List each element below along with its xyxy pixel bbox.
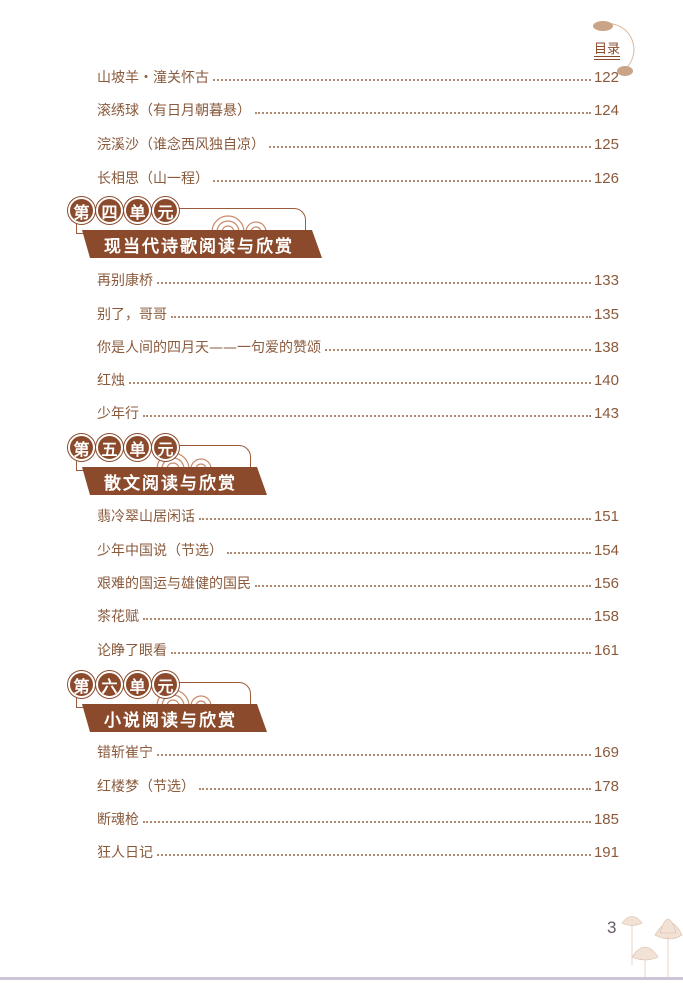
entry-title: 茶花赋	[97, 609, 139, 625]
dot-leader	[129, 382, 591, 384]
dot-leader	[255, 585, 591, 587]
bottom-rule	[0, 977, 683, 980]
unit-char: 元	[152, 671, 179, 698]
toc-entry[interactable]: 少年行 143	[97, 402, 619, 424]
unit-char: 四	[96, 197, 123, 224]
underline-decoration	[594, 56, 620, 60]
entry-page: 126	[593, 169, 619, 187]
entry-page: 143	[593, 404, 619, 422]
dot-leader	[171, 652, 591, 654]
unit-char: 第	[68, 434, 95, 461]
unit-char: 元	[152, 197, 179, 224]
dot-leader	[157, 854, 591, 856]
dot-leader	[199, 518, 591, 520]
entry-title: 少年行	[97, 406, 139, 422]
cloud-arc-icon	[593, 21, 635, 76]
dot-leader	[143, 821, 591, 823]
dot-leader	[143, 618, 591, 620]
toc-entry[interactable]: 艰难的国运与雄健的国民 156	[97, 572, 619, 594]
unit-char: 元	[152, 434, 179, 461]
entry-title: 长相思（山一程）	[97, 171, 209, 187]
dot-leader	[143, 415, 591, 417]
toc-entry[interactable]: 狂人日记 191	[97, 841, 619, 863]
unit-char: 单	[124, 197, 151, 224]
page-number: 3	[607, 918, 617, 937]
entry-page: 133	[593, 271, 619, 289]
entry-title: 少年中国说（节选）	[97, 543, 223, 559]
unit-char: 第	[68, 197, 95, 224]
unit-char: 第	[68, 671, 95, 698]
entry-title: 翡冷翠山居闲话	[97, 509, 195, 525]
toc-entry[interactable]: 错斩崔宁 169	[97, 741, 619, 763]
dot-leader	[213, 79, 591, 81]
entry-title: 你是人间的四月天——一句爱的赞颂	[97, 340, 321, 356]
dot-leader	[157, 754, 591, 756]
toc-entry[interactable]: 山坡羊・潼关怀古 122	[97, 66, 619, 88]
entry-title: 浣溪沙（谁念西风独自凉）	[97, 137, 265, 153]
dot-leader	[325, 349, 591, 351]
entry-title: 艰难的国运与雄健的国民	[97, 576, 251, 592]
toc-entry[interactable]: 再别康桥 133	[97, 269, 619, 291]
entry-title: 断魂枪	[97, 812, 139, 828]
unit-char: 单	[124, 671, 151, 698]
entry-page: 154	[593, 541, 619, 559]
dot-leader	[199, 788, 591, 790]
entry-page: 124	[593, 101, 619, 119]
entry-page: 138	[593, 338, 619, 356]
unit-title: 小说阅读与欣赏	[82, 704, 267, 732]
toc-header-emblem: 目录	[583, 18, 638, 78]
toc-entry[interactable]: 论睁了眼看 161	[97, 639, 619, 661]
entry-page: 135	[593, 305, 619, 323]
entry-title: 红楼梦（节选）	[97, 779, 195, 795]
toc-entry[interactable]: 翡冷翠山居闲话 151	[97, 505, 619, 527]
dot-leader	[171, 316, 591, 318]
entry-title: 狂人日记	[97, 845, 153, 861]
dot-leader	[255, 112, 591, 114]
toc-entry[interactable]: 红烛 140	[97, 369, 619, 391]
dot-leader	[213, 180, 591, 182]
arc-pattern-icon	[211, 215, 267, 232]
dot-leader	[227, 552, 591, 554]
entry-page: 151	[593, 507, 619, 525]
toc-entry[interactable]: 别了，哥哥 135	[97, 303, 619, 325]
unit-char: 六	[96, 671, 123, 698]
toc-entry[interactable]: 茶花赋 158	[97, 605, 619, 627]
entry-title: 红烛	[97, 373, 125, 389]
entry-page: 169	[593, 743, 619, 761]
dot-leader	[157, 282, 591, 284]
entry-page: 156	[593, 574, 619, 592]
toc-entry[interactable]: 浣溪沙（谁念西风独自凉） 125	[97, 133, 619, 155]
toc-entry[interactable]: 断魂枪 185	[97, 808, 619, 830]
entry-title: 滚绣球（有日月朝暮悬）	[97, 103, 251, 119]
entry-title: 山坡羊・潼关怀古	[97, 70, 209, 86]
entry-page: 140	[593, 371, 619, 389]
unit-title: 散文阅读与欣赏	[82, 467, 267, 495]
unit-char: 单	[124, 434, 151, 461]
toc-entry[interactable]: 长相思（山一程） 126	[97, 167, 619, 189]
toc-entry[interactable]: 滚绣球（有日月朝暮悬） 124	[97, 99, 619, 121]
entry-page: 185	[593, 810, 619, 828]
dot-leader	[269, 146, 591, 148]
unit-title: 现当代诗歌阅读与欣赏	[82, 230, 322, 258]
entry-page: 178	[593, 777, 619, 795]
entry-page: 125	[593, 135, 619, 153]
entry-title: 再别康桥	[97, 273, 153, 289]
lotus-decoration-icon	[620, 905, 683, 984]
entry-title: 论睁了眼看	[97, 643, 167, 659]
toc-entry[interactable]: 少年中国说（节选） 154	[97, 539, 619, 561]
unit-char: 五	[96, 434, 123, 461]
entry-page: 161	[593, 641, 619, 659]
toc-entry[interactable]: 你是人间的四月天——一句爱的赞颂 138	[97, 336, 619, 358]
entry-page: 158	[593, 607, 619, 625]
entry-title: 别了，哥哥	[97, 307, 167, 323]
toc-label: 目录	[594, 42, 621, 57]
entry-page: 191	[593, 843, 619, 861]
entry-page: 122	[593, 68, 619, 86]
entry-title: 错斩崔宁	[97, 745, 153, 761]
toc-entry[interactable]: 红楼梦（节选） 178	[97, 775, 619, 797]
